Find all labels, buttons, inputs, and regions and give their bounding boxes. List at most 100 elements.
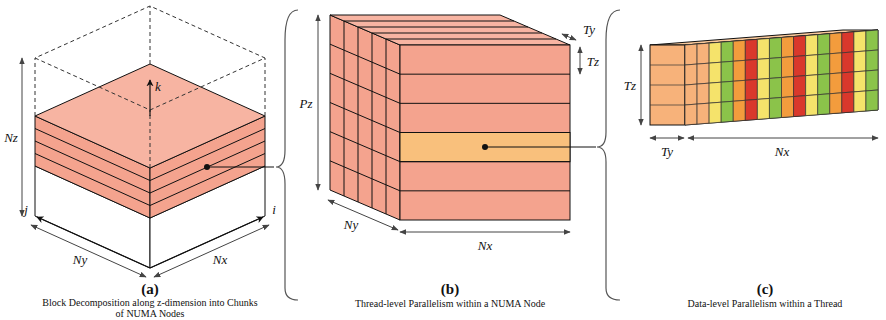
vector-cell — [745, 79, 757, 100]
vector-cell — [769, 78, 781, 99]
grid-line — [372, 33, 373, 208]
zoom-pointer — [482, 10, 620, 300]
grid-line — [344, 21, 514, 22]
vector-cell — [818, 54, 830, 75]
vector-cell — [685, 44, 697, 65]
vector-cell — [757, 78, 769, 99]
panel-caption: Data-level Parallelism within a Thread — [650, 298, 880, 309]
grid-line — [344, 21, 345, 196]
vector-cell — [830, 73, 842, 94]
vector-cell — [745, 59, 757, 80]
grid-line — [400, 103, 570, 104]
dimension-label: Ny — [73, 253, 87, 266]
vector-cell — [806, 75, 818, 96]
vector-cell — [818, 94, 830, 115]
vector-cell — [842, 72, 854, 93]
vector-cell — [866, 50, 878, 71]
grid-line — [400, 74, 570, 75]
vector-cell — [721, 101, 733, 122]
dimension-label: Nz — [4, 131, 18, 144]
vector-cell — [709, 82, 721, 103]
grid-line — [650, 85, 685, 86]
vector-cell — [794, 76, 806, 97]
dimension-label: Ty — [661, 145, 673, 158]
grid-line — [330, 132, 400, 162]
vector-cell — [757, 58, 769, 79]
vector-cell — [854, 31, 866, 52]
panel-tag: (b) — [441, 282, 459, 297]
dimension-arrows — [641, 45, 878, 138]
grid-line — [330, 161, 400, 191]
panel-caption: Thread-level Parallelism within a NUMA N… — [300, 298, 600, 309]
vector-cell — [854, 71, 866, 92]
vector-cell — [818, 34, 830, 55]
dimension-arrows — [318, 15, 580, 232]
vector-cell — [685, 104, 697, 125]
vector-cell — [769, 98, 781, 119]
vector-cell — [757, 38, 769, 59]
vector-cell — [709, 62, 721, 83]
vector-cell — [782, 97, 794, 118]
vector-cell — [854, 51, 866, 72]
axis-label: k — [155, 80, 161, 93]
axis-label: j — [24, 203, 28, 216]
dimension-label: Tz — [624, 79, 636, 92]
grid-line — [400, 161, 570, 162]
vector-cell — [782, 77, 794, 98]
vector-cell — [830, 93, 842, 114]
vector-cell — [721, 41, 733, 62]
dimension-label: Tz — [587, 55, 599, 68]
vector-cell — [806, 55, 818, 76]
vector-cell — [769, 38, 781, 59]
zoom-pointer — [204, 10, 298, 300]
grid-line — [386, 39, 387, 214]
grid-line — [358, 27, 528, 28]
vector-cell — [794, 56, 806, 77]
vector-cell — [866, 70, 878, 91]
grid-line — [650, 105, 685, 106]
vector-cell — [721, 61, 733, 82]
vector-cell — [697, 103, 709, 124]
vector-cell — [745, 39, 757, 60]
vector-cell — [842, 92, 854, 113]
panel-tag: (c) — [757, 282, 774, 297]
vector-cell — [806, 95, 818, 116]
vector-cell — [782, 57, 794, 78]
vector-cell — [697, 83, 709, 104]
vector-cell — [782, 37, 794, 58]
vector-cell — [757, 98, 769, 119]
vector-cell — [733, 100, 745, 121]
dimension-label: Nx — [775, 145, 789, 158]
vector-cell — [709, 102, 721, 123]
vector-cell — [794, 36, 806, 57]
vector-cell — [830, 33, 842, 54]
grid-line — [358, 27, 359, 202]
panel-caption: Block Decomposition along z-dimension in… — [40, 297, 260, 319]
vector-cell — [842, 52, 854, 73]
grid-line — [386, 39, 556, 40]
vector-cell — [733, 60, 745, 81]
vector-cell — [697, 63, 709, 84]
vector-cell — [769, 58, 781, 79]
vector-cell — [685, 64, 697, 85]
vector-cell — [685, 84, 697, 105]
vector-cell — [709, 42, 721, 63]
grid-line — [400, 132, 570, 133]
vector-cell — [721, 81, 733, 102]
dimension-label: Nx — [478, 239, 492, 252]
domain-cube — [35, 6, 265, 268]
axis-label: i — [272, 203, 276, 216]
axis-arrows — [37, 80, 263, 268]
dimension-label: Pz — [300, 97, 313, 110]
grid-line — [400, 190, 570, 191]
vector-cell — [830, 53, 842, 74]
dimension-label: Nx — [213, 253, 227, 266]
grid-line — [372, 33, 542, 34]
numa-block — [330, 15, 570, 220]
dimension-label: Ty — [583, 23, 595, 36]
thread-bar — [650, 30, 878, 125]
vector-cell — [842, 32, 854, 53]
vector-cell — [733, 40, 745, 61]
